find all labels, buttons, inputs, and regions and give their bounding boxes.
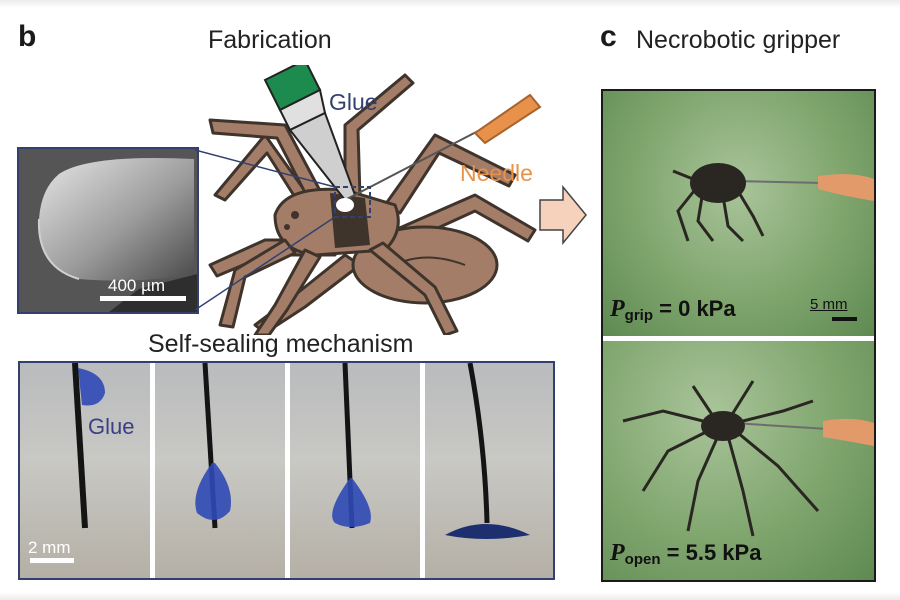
drops-scale-label: 2 mm — [28, 538, 71, 557]
spider-illustration — [195, 65, 542, 335]
gripper-photos — [601, 89, 876, 582]
panel-c-letter: c — [600, 20, 617, 53]
grip-symbol: P — [610, 296, 625, 322]
fabrication-title: Fabrication — [208, 26, 332, 54]
frame-divider-2 — [285, 363, 290, 578]
needle-label: Needle — [460, 160, 533, 186]
frame-1 — [20, 363, 150, 578]
frame-4 — [425, 363, 553, 578]
bottom-edge — [0, 592, 900, 600]
gripper-scale-bar — [832, 317, 857, 321]
gripper-scale-label: 5 mm — [810, 296, 848, 313]
glue-label: Glue — [329, 89, 378, 115]
frame-divider-3 — [420, 363, 425, 578]
grip-value: = 0 kPa — [659, 296, 736, 321]
open-symbol: P — [610, 540, 625, 566]
photo-divider — [603, 336, 874, 341]
grip-pressure-label: Pgrip = 0 kPa — [610, 296, 736, 324]
open-pressure-label: Popen = 5.5 kPa — [610, 540, 761, 568]
panel-b-letter: b — [18, 20, 37, 53]
gripper-open-photo — [603, 341, 874, 580]
gripper-title: Necrobotic gripper — [636, 26, 841, 54]
frame-divider-1 — [150, 363, 155, 578]
open-subscript: open — [624, 551, 661, 568]
drop-glue-label: Glue — [88, 414, 135, 439]
self-sealing-sequence — [18, 361, 555, 580]
sem-scale-bar — [100, 296, 186, 301]
self-sealing-title: Self-sealing mechanism — [148, 330, 414, 358]
drops-scale-bar — [30, 558, 74, 563]
gripper-closed-photo — [603, 91, 874, 336]
frame-3 — [290, 363, 420, 578]
arrow-right-icon — [539, 185, 587, 245]
frame-2 — [155, 363, 285, 578]
sem-image — [17, 147, 199, 314]
grip-subscript: grip — [624, 307, 654, 324]
top-edge — [0, 0, 900, 8]
open-value: = 5.5 kPa — [666, 540, 762, 565]
sem-scale-label: 400 µm — [108, 276, 166, 295]
